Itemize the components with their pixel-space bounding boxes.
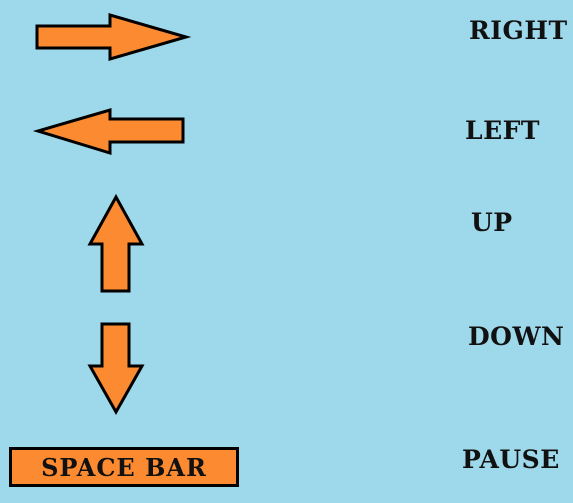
down-action-label: DOWN [468, 322, 565, 351]
space-bar-label: SPACE BAR [41, 452, 207, 482]
right-action-label: RIGHT [469, 16, 568, 45]
arrow-down-icon [87, 322, 145, 416]
up-action-label: UP [471, 208, 513, 237]
arrow-right-icon [35, 13, 192, 61]
space-bar-key: SPACE BAR [9, 447, 239, 487]
arrow-up-icon [87, 193, 145, 293]
left-action-label: LEFT [465, 116, 540, 145]
pause-action-label: PAUSE [462, 445, 560, 474]
arrow-left-icon [32, 108, 185, 156]
